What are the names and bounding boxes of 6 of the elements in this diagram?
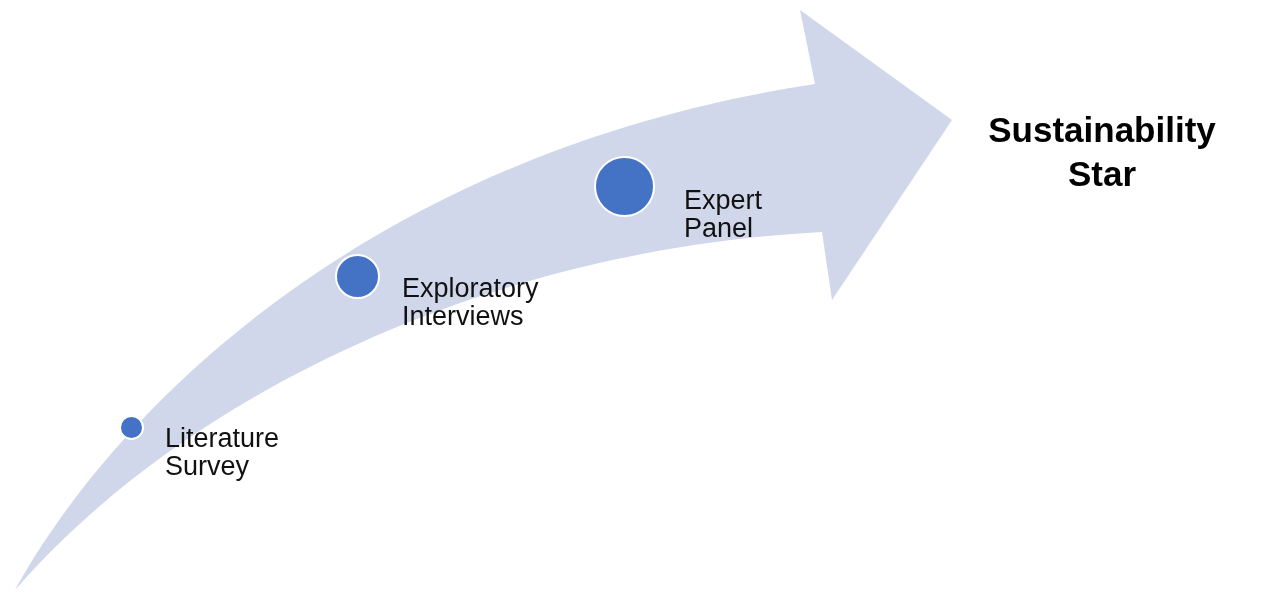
step-label: Exploratory Interviews	[402, 274, 540, 330]
milestone-dot	[119, 415, 144, 440]
curved-arrow	[15, 10, 952, 590]
step-label: Expert Panel	[684, 186, 764, 242]
outcome-title: Sustainability Star	[952, 108, 1252, 200]
step-label: Literature Survey	[165, 424, 281, 480]
